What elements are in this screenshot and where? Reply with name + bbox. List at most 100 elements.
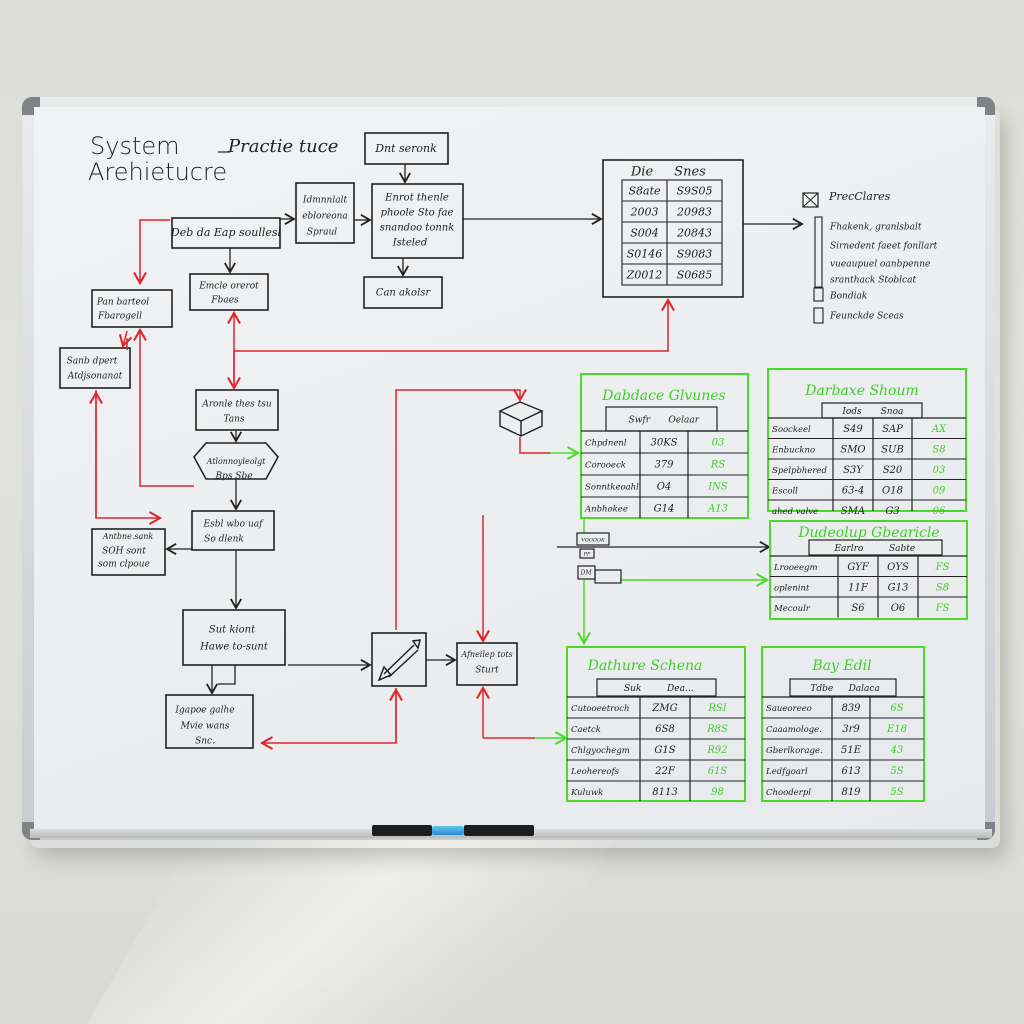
schema-table-border xyxy=(566,646,746,802)
die-sizes-box[interactable] xyxy=(602,159,744,298)
schema-cell: FS xyxy=(935,603,950,614)
left-upper-box[interactable] xyxy=(91,289,173,328)
left-mid-label: Atdjsonanat xyxy=(67,372,123,382)
schema-cell: RS xyxy=(710,460,726,471)
check-label: Tans xyxy=(223,415,244,425)
schema-cell: 6S8 xyxy=(655,724,675,735)
process-box[interactable] xyxy=(191,510,275,551)
action-label: Sturt xyxy=(475,666,499,676)
db-source-box[interactable] xyxy=(171,217,281,249)
die-sizes-cell: 2003 xyxy=(630,206,659,219)
left-mid-box[interactable] xyxy=(59,347,131,389)
schema-table-header xyxy=(789,678,897,697)
input-box[interactable] xyxy=(165,694,254,749)
sort-box[interactable] xyxy=(182,609,286,666)
black-marker[interactable] xyxy=(464,825,534,836)
small-node-c-ext[interactable] xyxy=(594,569,622,584)
small-node-b-label: PP xyxy=(583,552,591,558)
schema-cell: Chooderpl xyxy=(766,788,811,798)
output-box[interactable] xyxy=(363,276,443,309)
schema-cell: SAP xyxy=(882,424,903,435)
schema-cell: A13 xyxy=(707,504,728,515)
small-node-a[interactable] xyxy=(576,532,610,546)
schema-cell: Ledfgoarl xyxy=(765,767,808,777)
die-sizes-title: Die xyxy=(630,165,654,180)
legend-checkbox-checked[interactable] xyxy=(802,192,819,208)
top-source-box[interactable] xyxy=(364,132,449,165)
schema-cell: G3 xyxy=(885,506,899,517)
schema-table-header xyxy=(596,678,717,697)
legend-checkbox[interactable] xyxy=(813,307,824,324)
schema-cell: Sonntkeoahl xyxy=(585,483,639,493)
schema-header-cell: Iods xyxy=(841,407,862,417)
schema-cell: Leohereofs xyxy=(570,767,620,777)
schema-cell: Caetck xyxy=(571,725,601,735)
schema-cell: 09 xyxy=(933,485,946,496)
schema-header-cell: Suk xyxy=(624,684,641,694)
decision-hexagon[interactable] xyxy=(193,442,279,480)
decision-label: Bps Sbe xyxy=(214,472,252,482)
left-lower-label: Antbne.sank xyxy=(102,532,154,541)
cache-box[interactable] xyxy=(189,273,269,311)
process-label: So dlenk xyxy=(204,535,244,545)
schema-cell: SMO xyxy=(840,444,865,455)
input-label: Snc. xyxy=(195,737,215,747)
left-lower-box[interactable] xyxy=(91,528,166,576)
black-marker[interactable] xyxy=(372,825,432,836)
schema-cell: R92 xyxy=(706,745,727,756)
legend-checkbox[interactable] xyxy=(813,287,824,302)
small-node-a-label: VOODOK xyxy=(581,538,605,544)
schema-cell: Lrooeegm xyxy=(773,563,818,573)
schema-header-cell: Earlro xyxy=(833,544,863,554)
output-label: Can akolsr xyxy=(376,288,432,299)
schema-cell: 06 xyxy=(933,506,946,517)
blue-marker[interactable] xyxy=(432,826,464,835)
board-title-line2: Arehietucre xyxy=(88,158,227,186)
legend-item: sranthack Stoblcat xyxy=(830,276,916,286)
legend-bracket xyxy=(814,216,823,288)
mid-transform-label: ebloreona xyxy=(302,212,348,222)
schema-cell: S20 xyxy=(883,465,903,476)
schema-cell: INS xyxy=(707,482,728,493)
schema-table-title: Darbaxe Shoum xyxy=(804,383,919,399)
legend-item: Sirnedent faeet fonllart xyxy=(830,242,938,252)
engine-box[interactable] xyxy=(371,183,464,259)
schema-cell: Saueoreeo xyxy=(766,704,812,714)
schema-cell: G1S xyxy=(654,745,675,756)
schema-cell: SMA xyxy=(841,506,865,517)
schema-cell: 8113 xyxy=(652,787,677,798)
schema-table-border xyxy=(580,373,749,519)
mid-transform-box[interactable] xyxy=(295,182,355,244)
small-node-b[interactable] xyxy=(579,548,595,559)
sort-label: Sut kiont xyxy=(209,625,256,636)
check-label: Aronle thes tsu xyxy=(201,400,272,410)
